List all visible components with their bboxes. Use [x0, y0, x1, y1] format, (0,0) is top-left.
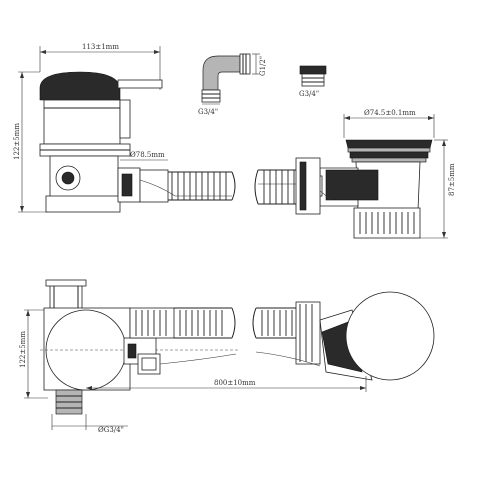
hose-length-dimension: 800±10mm: [86, 376, 367, 392]
dim-fitting-bottom: G3/4": [198, 108, 218, 116]
dim-bottom-left-height: 122±5mm: [19, 331, 27, 368]
dim-fitting-top: G1/2": [259, 56, 267, 76]
valve-top-view: 122±5mm ØG3/4": [19, 279, 240, 434]
hose-ribs-bottom-right: [261, 310, 293, 336]
dim-right-height: 87±5mm: [448, 163, 456, 196]
dim-pipe-dia: Ø78.5mm: [130, 151, 165, 159]
dim-top-width: 113±1mm: [82, 43, 119, 51]
collar-ribs: [299, 304, 313, 362]
drain-side-view: Ø74.5±0.1mm 87±5mm: [254, 109, 456, 239]
elbow-fitting: G1/2" G3/4": [198, 53, 267, 116]
hose-ribs-top-left: [171, 172, 227, 200]
dim-left-height: 122±5mm: [13, 123, 21, 160]
drain-top-view: [252, 291, 435, 381]
dim-cap-thread: G3/4": [299, 90, 319, 98]
dim-hose-length: 800±10mm: [214, 379, 256, 387]
hose-ribs-bottom-left: [135, 310, 223, 336]
nut-ribs: [359, 212, 415, 234]
dim-drain-dia: Ø74.5±0.1mm: [364, 109, 416, 117]
thread-cap: G3/4": [299, 65, 327, 98]
hose-ribs-top-right: [263, 170, 301, 204]
valve-side-view: 113±1mm 122±5mm Ø78.5mm: [13, 43, 236, 213]
dim-bottom-thread: ØG3/4": [98, 426, 124, 434]
